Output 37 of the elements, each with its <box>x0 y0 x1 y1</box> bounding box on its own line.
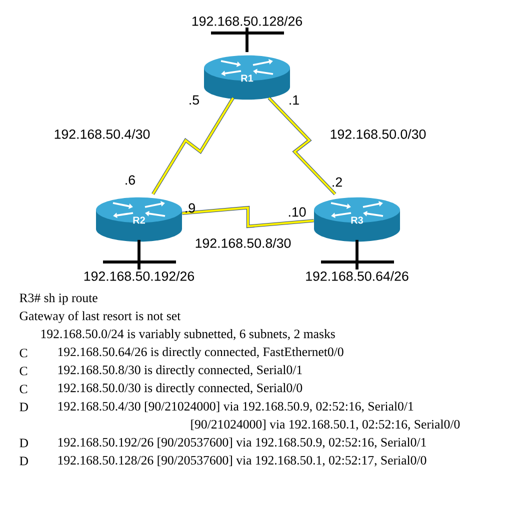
console-text: C <box>20 366 28 376</box>
console-text: C <box>20 384 28 394</box>
serial-link <box>182 206 314 228</box>
network-segment: 192.168.50.64/26 <box>306 260 408 281</box>
interface-address: .1 <box>290 95 299 105</box>
console-text: 192.168.50.4/30 [90/21024000] via 192.168.50.9, 02:52:16, Serial0/1 <box>58 402 414 412</box>
subnet-label: 192.168.50.8/30 <box>193 236 293 250</box>
serial-link <box>152 97 234 195</box>
subnet-label: 192.168.50.4/30 <box>52 128 152 140</box>
interface-address: .9 <box>186 203 195 213</box>
interface-address: .2 <box>332 177 342 187</box>
router: R3 <box>314 197 400 242</box>
console-text: 192.168.50.8/30 is directly connected, Serial0/1 <box>58 365 302 377</box>
console-text: D <box>20 402 28 412</box>
console-text: 192.168.50.0/24 is variably subnetted, 6 subnets, 2 masks <box>41 329 335 341</box>
console-text: R3# sh ip route <box>20 293 98 305</box>
subnet-label: 192.168.50.0/30 <box>328 128 428 140</box>
serial-link <box>268 96 336 196</box>
network-link <box>138 240 140 270</box>
console-text: Gateway of last resort is not set <box>20 311 181 323</box>
network-link <box>246 28 248 52</box>
console-text: D <box>20 438 28 448</box>
console-text: 192.168.50.0/30 is directly connected, Serial0/0 <box>58 383 302 395</box>
console-text: 192.168.50.192/26 [90/20537600] via 192.168.50.9, 02:52:16, Serial0/1 <box>58 438 426 448</box>
router: R1 <box>204 55 290 100</box>
console-text: C <box>20 348 28 358</box>
interface-address: .6 <box>126 175 135 185</box>
network-segment: 192.168.50.192/26 <box>84 260 194 281</box>
interface-address: .5 <box>190 95 199 105</box>
router: R2 <box>96 197 182 242</box>
console-text: 192.168.50.64/26 is directly connected, FastEthernet0/0 <box>58 347 344 359</box>
network-segment: 192.168.50.128/26 <box>192 16 302 34</box>
console-text: D <box>20 456 28 466</box>
console-text: 192.168.50.128/26 [90/20537600] via 192.168.50.1, 02:52:17, Serial0/0 <box>58 456 426 466</box>
interface-address: .10 <box>288 207 306 217</box>
network-link <box>356 240 358 270</box>
console-text: [90/21024000] via 192.168.50.1, 02:52:16, Serial0/0 <box>191 420 460 430</box>
